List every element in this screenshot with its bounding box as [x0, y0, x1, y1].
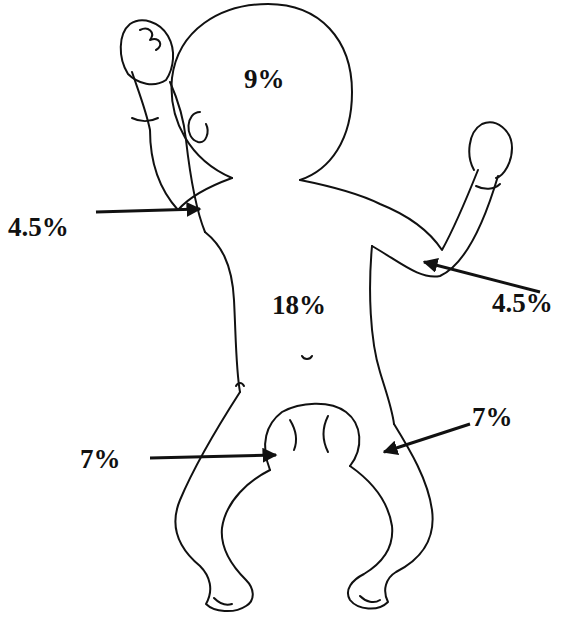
trunk-left	[205, 232, 240, 392]
trunk-right	[370, 246, 394, 424]
left-leg-outline	[175, 392, 270, 611]
percent-label: 7%	[472, 404, 513, 431]
head-outline	[172, 4, 352, 180]
left-arm-outline	[132, 72, 232, 210]
right-leg-outline	[348, 424, 433, 609]
right-arm-inner	[372, 176, 498, 277]
percent-label: 4.5%	[492, 290, 553, 317]
leader-arrow	[384, 424, 470, 452]
hand-fingers	[140, 29, 160, 50]
wrist-crease	[132, 118, 158, 121]
ear-outline	[188, 112, 207, 142]
wrist-crease	[476, 184, 500, 189]
toes	[214, 596, 380, 605]
groin-outline	[265, 404, 359, 470]
leader-arrow	[150, 455, 276, 458]
skin-fold	[236, 383, 244, 386]
percent-label: 18%	[272, 292, 326, 319]
groin-folds	[290, 416, 328, 452]
navel	[302, 356, 312, 359]
leader-arrow	[424, 262, 540, 292]
percent-label: 9%	[244, 66, 285, 93]
right-hand	[469, 122, 512, 178]
right-arm-outline	[300, 170, 478, 250]
percent-label: 7%	[80, 446, 121, 473]
percent-label: 4.5%	[8, 214, 69, 241]
left-hand	[121, 20, 173, 84]
leader-arrow	[96, 209, 200, 212]
